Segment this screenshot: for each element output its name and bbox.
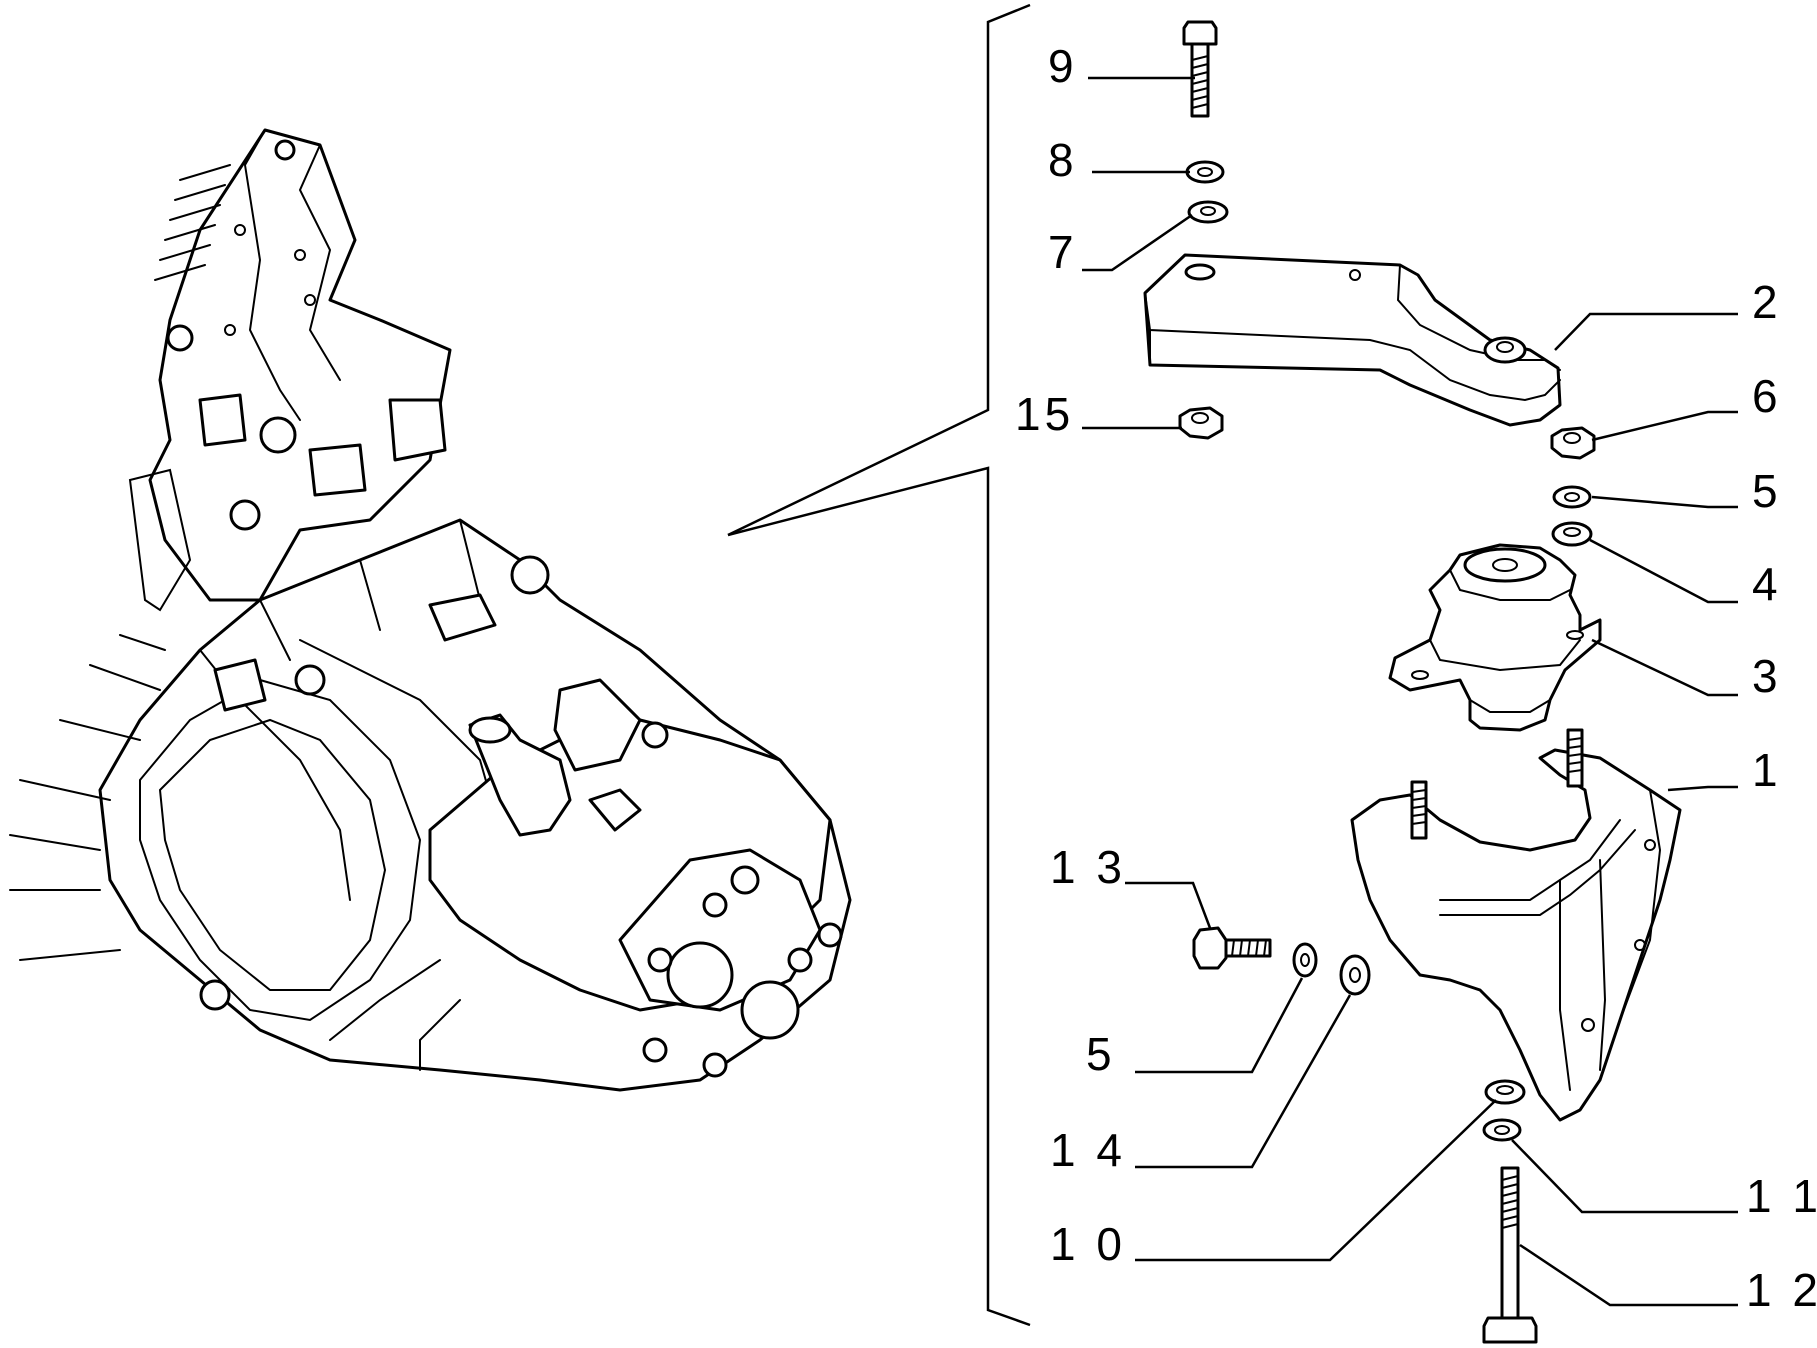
part-9-bolt: [1182, 20, 1218, 118]
part-11-lock-washer: [1482, 1118, 1522, 1142]
callout-2: 2: [1752, 276, 1782, 328]
callout-6: 6: [1752, 370, 1782, 422]
callout-1: 1: [1752, 744, 1782, 796]
detail-bracket: [727, 3, 1031, 1327]
callout-9: 9: [1048, 40, 1078, 92]
callout-5-upper: 5: [1752, 465, 1782, 517]
callout-3: 3: [1752, 650, 1782, 702]
callout-4: 4: [1752, 558, 1782, 610]
part-10-washer: [1484, 1079, 1526, 1105]
callout-11: 1 1: [1746, 1170, 1817, 1222]
leader-lines: [1082, 76, 1738, 1307]
part-14-washer: [1339, 954, 1371, 996]
part-5-lock-washer-lower: [1292, 942, 1318, 978]
part-4-washer: [1551, 521, 1593, 547]
callout-14: 1 4: [1050, 1124, 1126, 1176]
part-15-nut: [1178, 406, 1224, 440]
part-12-long-bolt: [1482, 1166, 1538, 1344]
part-8-lock-washer: [1185, 160, 1225, 184]
callout-10: 1 0: [1050, 1218, 1126, 1270]
part-2-mount-arm: [1143, 253, 1562, 427]
callout-7: 7: [1048, 226, 1078, 278]
callout-8: 8: [1048, 134, 1078, 186]
callout-5-lower: 5: [1086, 1028, 1116, 1080]
callout-15: 15: [1015, 388, 1074, 440]
part-6-nut: [1550, 426, 1596, 460]
part-1-support-bracket: [1350, 728, 1682, 1122]
part-13-bolt: [1192, 926, 1272, 970]
callout-13: 1 3: [1050, 841, 1126, 893]
part-3-rubber-mount: [1388, 543, 1602, 732]
callout-labels: 9 8 7 15 2 6 5 4 3 1 1 3 5 1 4 1 0 1 1 1…: [1015, 40, 1817, 1316]
callout-12: 1 2: [1746, 1264, 1817, 1316]
part-7-washer: [1187, 200, 1229, 224]
part-5-lock-washer-upper: [1552, 485, 1592, 509]
gearbox-assembly: [9, 128, 852, 1092]
